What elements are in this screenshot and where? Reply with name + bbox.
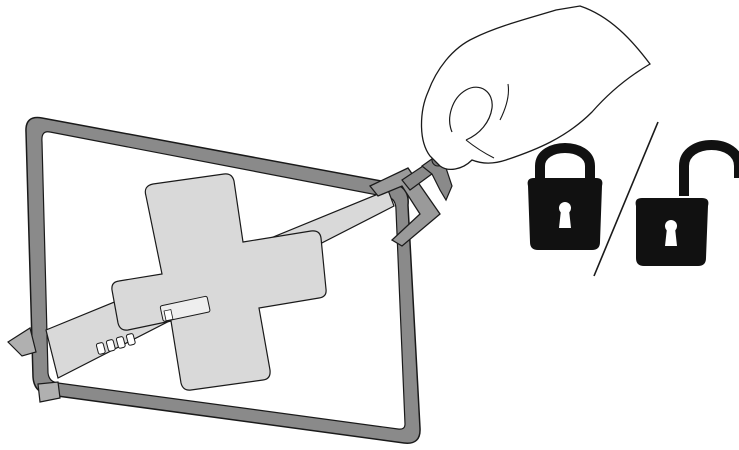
- cross-plate: [111, 173, 327, 391]
- unlocked-padlock-icon: [635, 140, 739, 266]
- locked-padlock-icon: [527, 143, 603, 250]
- divider-slash: [593, 121, 659, 277]
- hand-icon: [420, 5, 651, 171]
- support-foot: [7, 327, 61, 403]
- connector-pads: [95, 333, 136, 355]
